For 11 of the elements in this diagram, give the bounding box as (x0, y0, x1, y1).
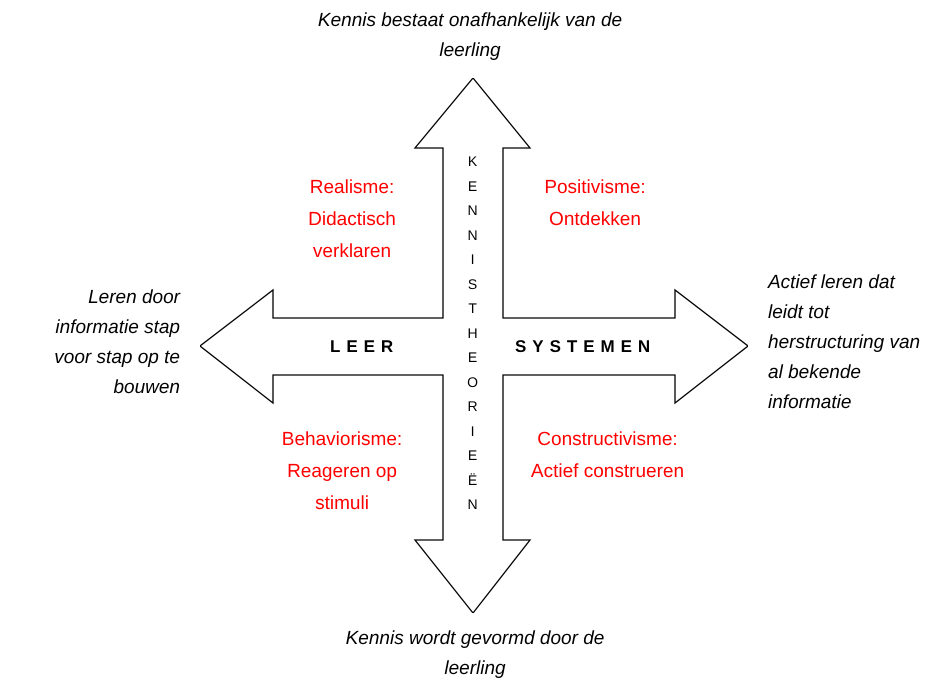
pole-label: Actief leren dat leidt tot herstructuring van al bekende informatie (768, 271, 922, 415)
theory-label: Behaviorisme: Reageren op stimuli (280, 428, 404, 516)
theory-label: Realisme: Didactisch verklaren (307, 176, 397, 264)
vertical-arm-label: KENNISTHEORIEËN (467, 152, 478, 514)
pole-label: Leren door informatie stap voor stap op te bouwen (53, 286, 180, 400)
horizontal-arm-label: SYSTEMEN (515, 336, 656, 358)
theory-label: Positivisme: Ontdekken (543, 176, 647, 232)
horizontal-arm-label: LEER (330, 336, 400, 358)
theory-label: Constructivisme: Actief construeren (530, 428, 686, 484)
pole-label: Kennis bestaat onafhankelijk van de leerling (316, 9, 624, 63)
pole-label: Kennis wordt gevormd door de leerling (344, 627, 606, 681)
